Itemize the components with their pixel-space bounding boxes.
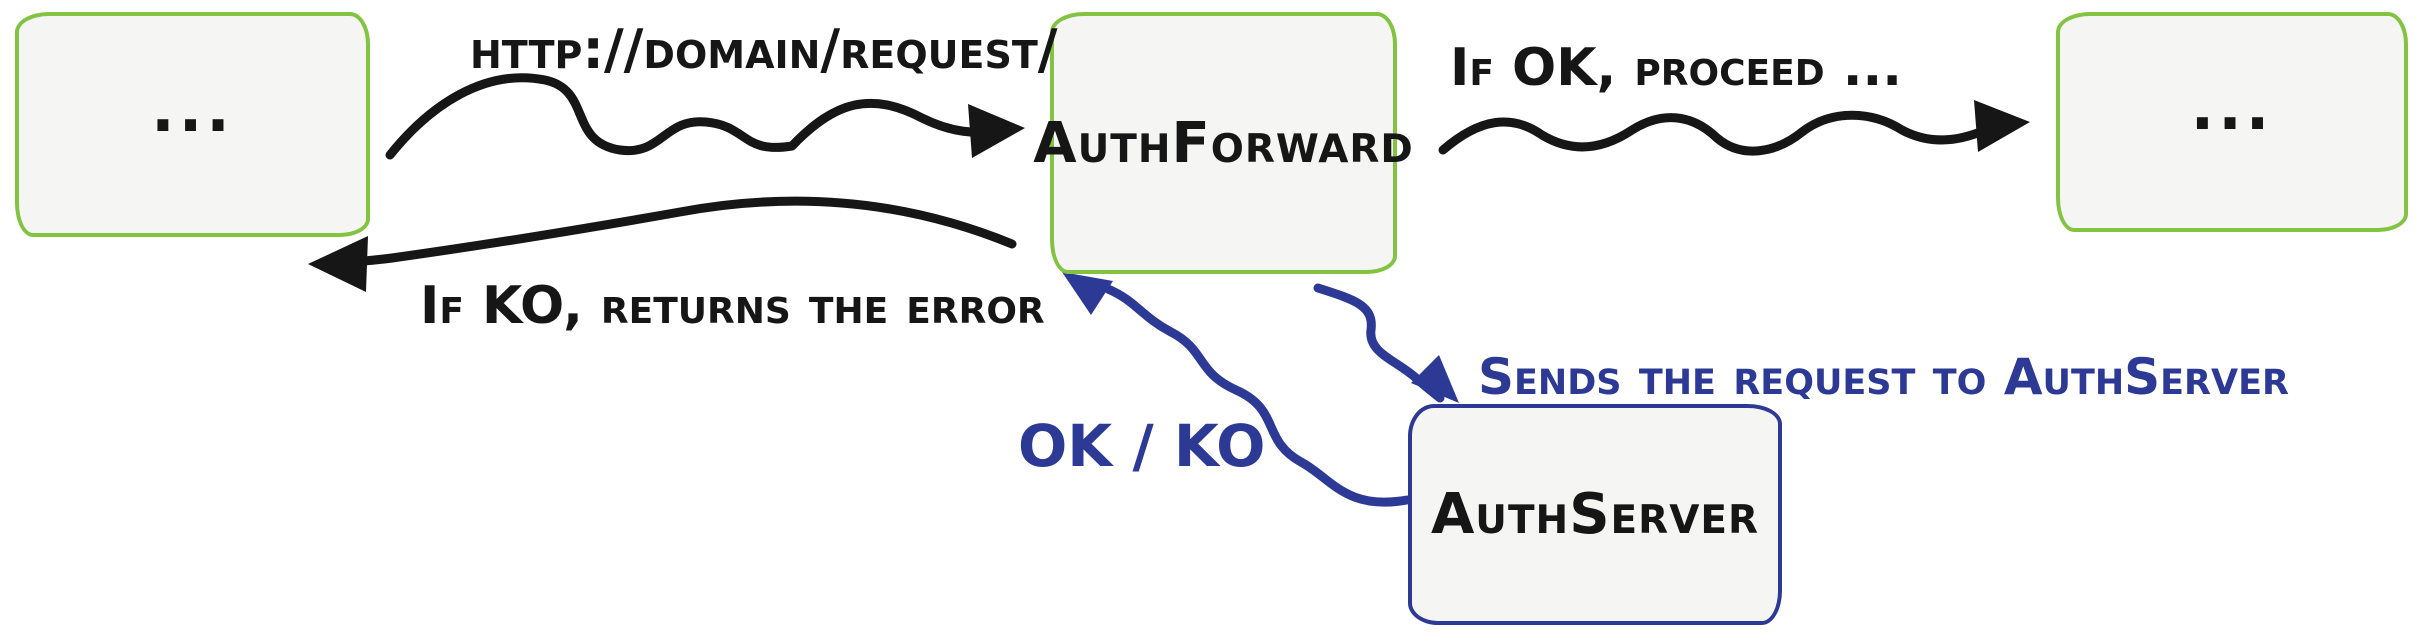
send-authserver-arrowhead — [1411, 355, 1459, 403]
edge-label-send-authserver: Sends the request to AuthServer — [1478, 348, 2289, 406]
node-auth-forward: AuthForward — [1033, 12, 1413, 274]
ok-proceed-arrowhead — [1974, 100, 2030, 152]
send-authserver-arrow — [1313, 283, 1445, 403]
edge-label-ko-return: If KO, returns the error — [420, 276, 1045, 336]
ok-proceed-arrow — [1438, 110, 1990, 156]
edge-label-request: http://domain/request/ — [470, 18, 1058, 81]
request-arrow — [385, 73, 1005, 160]
node-auth-forward-label: AuthForward — [1033, 110, 1414, 176]
node-auth-server-label: AuthServer — [1430, 482, 1760, 547]
ok-ko-arrowhead — [1062, 272, 1113, 315]
ko-return-arrow — [335, 196, 1017, 268]
ko-return-arrowhead — [308, 236, 368, 292]
edge-label-ok-ko: OK / KO — [1018, 412, 1266, 480]
node-client-right: ... — [2056, 12, 2408, 232]
node-client-right-label: ... — [2190, 70, 2274, 144]
request-arrowhead — [968, 104, 1025, 158]
edge-label-ok-proceed: If OK, proceed ... — [1450, 38, 1902, 98]
node-client-left-label: ... — [151, 73, 234, 147]
node-auth-server: AuthServer — [1408, 404, 1782, 625]
node-client-left: ... — [15, 12, 370, 237]
